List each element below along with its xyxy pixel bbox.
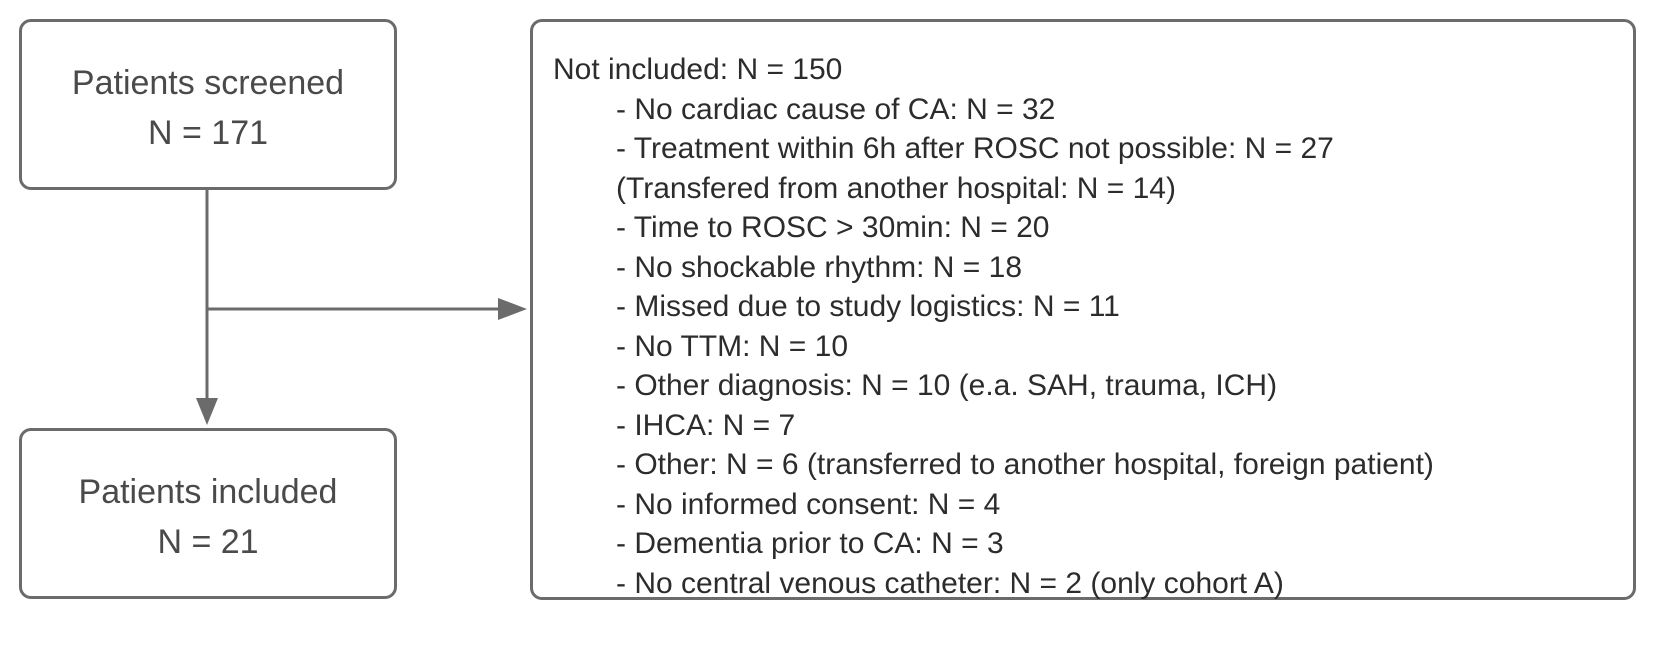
exclusion-item: - Treatment within 6h after ROSC not pos… [616,132,1334,165]
exclusion-item: - IHCA: N = 7 [616,408,796,442]
exclusion-item: - No cardiac cause of CA: N = 32 [616,92,1056,126]
patients-included-label: Patients included [78,473,338,511]
exclusion-item: - No central venous catheter: N = 2 (onl… [616,566,1284,600]
patients-screened-box: Patients screened N = 171 [19,19,397,190]
down-arrowhead [196,398,218,425]
patients-included-count: N = 21 [157,523,259,561]
not-included-box: Not included: N = 150 - No cardiac cause… [530,19,1636,600]
exclusion-item: - No informed consent: N = 4 [616,487,1001,521]
exclusion-item: - No shockable rhythm: N = 18 [616,250,1023,284]
exclusion-item: - Dementia prior to CA: N = 3 [616,527,1004,560]
not-included-heading: Not included: N = 150 [553,53,843,86]
exclusion-list: Not included: N = 150 - No cardiac cause… [553,50,1434,603]
exclusion-item: - Time to ROSC > 30min: N = 20 [616,211,1050,244]
exclusion-item: - Other diagnosis: N = 10 (e.a. SAH, tra… [616,369,1278,402]
right-arrowhead [498,298,527,320]
exclusion-item: - Missed due to study logistics: N = 11 [616,290,1120,323]
patients-included-box: Patients included N = 21 [19,428,397,599]
exclusion-item: - No TTM: N = 10 [616,329,849,363]
exclusion-item: - Other: N = 6 (transferred to another h… [616,448,1434,481]
patients-screened-label: Patients screened [71,64,345,102]
patients-screened-count: N = 171 [147,114,269,152]
exclusion-note: (Transfered from another hospital: N = 1… [616,171,1176,205]
